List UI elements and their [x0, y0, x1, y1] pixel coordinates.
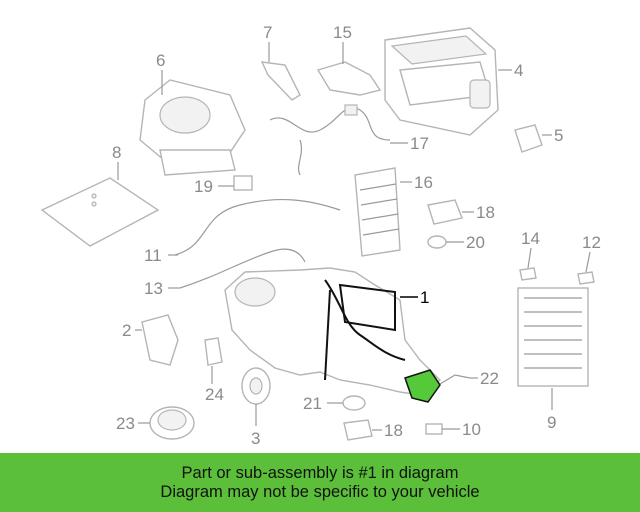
- callout-18-upper: 18: [476, 203, 495, 222]
- callout-13: 13: [144, 279, 163, 298]
- callout-23: 23: [116, 414, 135, 433]
- parts-diagram: 1 2 3 4 5 6 7 8 9 10 11 12 13 14 15 16 1…: [40, 23, 601, 448]
- callout-18-lower: 18: [384, 421, 403, 440]
- callout-1: 1: [420, 288, 429, 307]
- part-9-heater-core: [517, 287, 589, 387]
- part-11-tube: [174, 198, 341, 256]
- callout-9: 9: [547, 413, 556, 432]
- callout-14: 14: [521, 229, 540, 248]
- part-14-clip: [519, 267, 537, 281]
- part-19-connector: [233, 175, 253, 191]
- part-5-module: [514, 124, 543, 153]
- part-1-assembly: [224, 267, 471, 403]
- callout-16: 16: [414, 173, 433, 192]
- callout-11: 11: [144, 246, 162, 265]
- part-2: [141, 314, 179, 366]
- part-23-blower: [149, 406, 195, 440]
- part-18-lower: [343, 419, 373, 441]
- callout-15: 15: [333, 23, 352, 42]
- part-3: [241, 367, 271, 405]
- callout-4: 4: [514, 61, 523, 80]
- part-21: [342, 395, 366, 411]
- part-24: [204, 337, 223, 366]
- banner-line-2: Diagram may not be specific to your vehi…: [160, 482, 480, 501]
- callout-labels: 1 2 3 4 5 6 7 8 9 10 11 12 13 14 15 16 1…: [112, 23, 601, 448]
- callout-22: 22: [480, 369, 499, 388]
- part-4-case: [384, 27, 499, 136]
- part-8-filter: [40, 177, 160, 247]
- part-16-core: [354, 167, 401, 257]
- highlighted-subpart: [404, 369, 441, 403]
- part-18-upper: [427, 199, 463, 225]
- part-15-actuator: [316, 61, 382, 96]
- callout-7: 7: [263, 23, 272, 42]
- callout-5: 5: [554, 126, 563, 145]
- part-13-tube: [179, 248, 306, 289]
- part-7-bracket: [260, 61, 301, 101]
- part-6-housing: [139, 79, 246, 176]
- callout-2: 2: [122, 321, 131, 340]
- callout-8: 8: [112, 143, 121, 162]
- callout-12: 12: [582, 233, 601, 252]
- callout-19: 19: [194, 177, 213, 196]
- info-banner: Part or sub-assembly is #1 in diagram Di…: [0, 453, 640, 512]
- callout-20: 20: [466, 233, 485, 252]
- callout-6: 6: [156, 51, 165, 70]
- callout-10: 10: [462, 420, 481, 439]
- callout-17: 17: [410, 134, 429, 153]
- callout-24: 24: [205, 385, 224, 404]
- part-20: [427, 235, 447, 249]
- banner-line-1: Part or sub-assembly is #1 in diagram: [181, 463, 459, 482]
- leader-lines: [117, 42, 591, 431]
- callout-3: 3: [251, 429, 260, 448]
- part-10: [425, 423, 443, 435]
- part-12-clip: [577, 271, 595, 285]
- part-17-harness: [269, 104, 391, 176]
- callout-21: 21: [303, 394, 322, 413]
